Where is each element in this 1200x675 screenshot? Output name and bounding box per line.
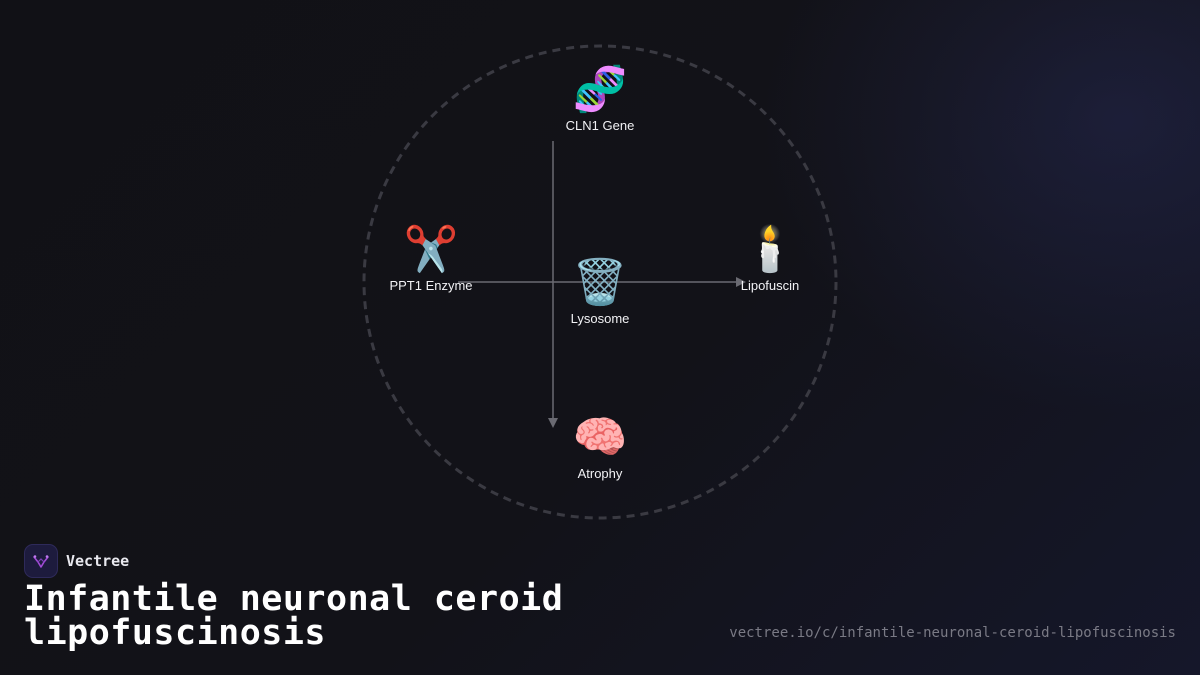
cycle-circle [362, 44, 838, 520]
vectree-logo-icon [24, 544, 58, 578]
brain-icon: 🧠 [572, 413, 628, 462]
dna-icon: 🧬 [572, 65, 628, 114]
node-label: Lysosome [570, 311, 630, 326]
node-label: Lipofuscin [740, 278, 800, 293]
brand: Vectree [24, 544, 129, 578]
node-label: PPT1 Enzyme [389, 278, 473, 293]
candle-icon: 🕯️ [742, 225, 798, 274]
scissors-icon: ✂️ [403, 225, 459, 274]
node-lipofuscin: 🕯️ Lipofuscin [700, 224, 840, 293]
page-url[interactable]: vectree.io/c/infantile-neuronal-ceroid-l… [729, 625, 1176, 641]
node-cln1-gene: 🧬 CLN1 Gene [530, 64, 670, 133]
node-label: Atrophy [577, 466, 623, 481]
node-ppt1-enzyme: ✂️ PPT1 Enzyme [361, 224, 501, 293]
node-lysosome: 🗑️ Lysosome [530, 257, 670, 326]
trash-can-icon: 🗑️ [572, 258, 628, 307]
node-label: CLN1 Gene [565, 118, 635, 133]
brand-name: Vectree [66, 552, 130, 570]
page-title: Infantile neuronal ceroid lipofuscinosis [24, 579, 564, 653]
node-atrophy: 🧠 Atrophy [530, 412, 670, 481]
